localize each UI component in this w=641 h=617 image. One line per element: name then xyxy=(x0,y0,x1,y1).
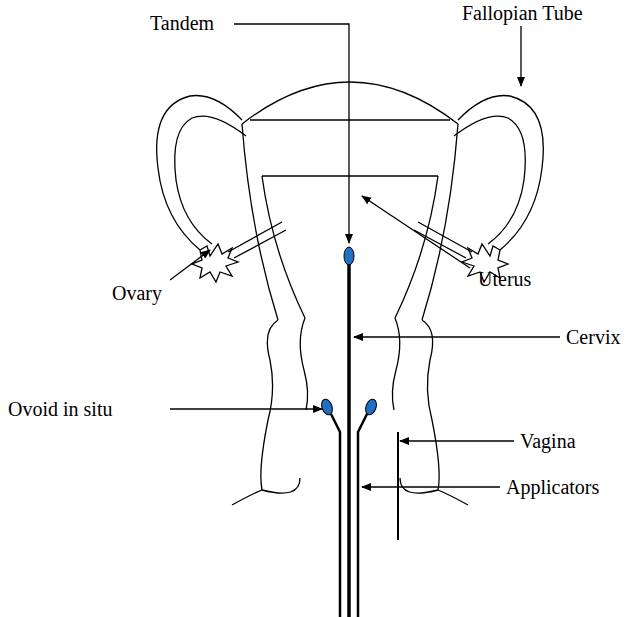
ovary-label: Ovary xyxy=(112,282,162,304)
ligament-left xyxy=(228,222,286,258)
fundus-line xyxy=(250,119,450,120)
cavity-right xyxy=(395,176,438,318)
fornix-right xyxy=(400,478,438,493)
leader-ovary xyxy=(170,250,210,280)
applicators-label: Applicators xyxy=(506,476,599,498)
vagina-wall-right xyxy=(422,320,468,505)
vagina-wall-left xyxy=(232,320,278,505)
fornix-left xyxy=(262,478,300,493)
vagina-label: Vagina xyxy=(520,430,576,452)
cavity-left xyxy=(262,176,305,318)
ligament-right xyxy=(414,222,472,258)
leader-applicators xyxy=(362,486,500,487)
cervix-label: Cervix xyxy=(566,326,620,348)
leader-cervix xyxy=(354,336,560,337)
tandem-rod xyxy=(347,262,351,617)
tube-right-inner xyxy=(454,116,525,244)
applicator-left xyxy=(331,414,340,617)
leader-tandem xyxy=(234,24,349,243)
fallopian-tube-label: Fallopian Tube xyxy=(462,2,583,24)
applicator-right xyxy=(358,414,367,617)
ovoid-left xyxy=(320,398,335,416)
cavity-top xyxy=(262,175,438,176)
leader-vagina xyxy=(400,440,514,441)
uterus-wall-right xyxy=(422,124,458,320)
tandem-source xyxy=(344,247,354,265)
tandem-label: Tandem xyxy=(150,12,214,34)
uterus-wall-left xyxy=(242,124,278,320)
uterus-label: Uterus xyxy=(478,268,531,290)
tube-right-outer xyxy=(458,96,543,251)
tube-left-outer xyxy=(157,96,242,251)
ovoid-right xyxy=(364,398,379,416)
vaginal-line xyxy=(397,432,399,540)
cervix-right xyxy=(392,318,399,410)
ovoid-label: Ovoid in situ xyxy=(8,398,112,420)
fundus-outline xyxy=(242,82,458,124)
leader-fallopian xyxy=(520,26,521,86)
cervix-left xyxy=(300,318,307,410)
leader-uterus xyxy=(362,196,470,268)
tube-left-inner xyxy=(175,116,246,244)
leader-ovoid xyxy=(170,408,322,409)
